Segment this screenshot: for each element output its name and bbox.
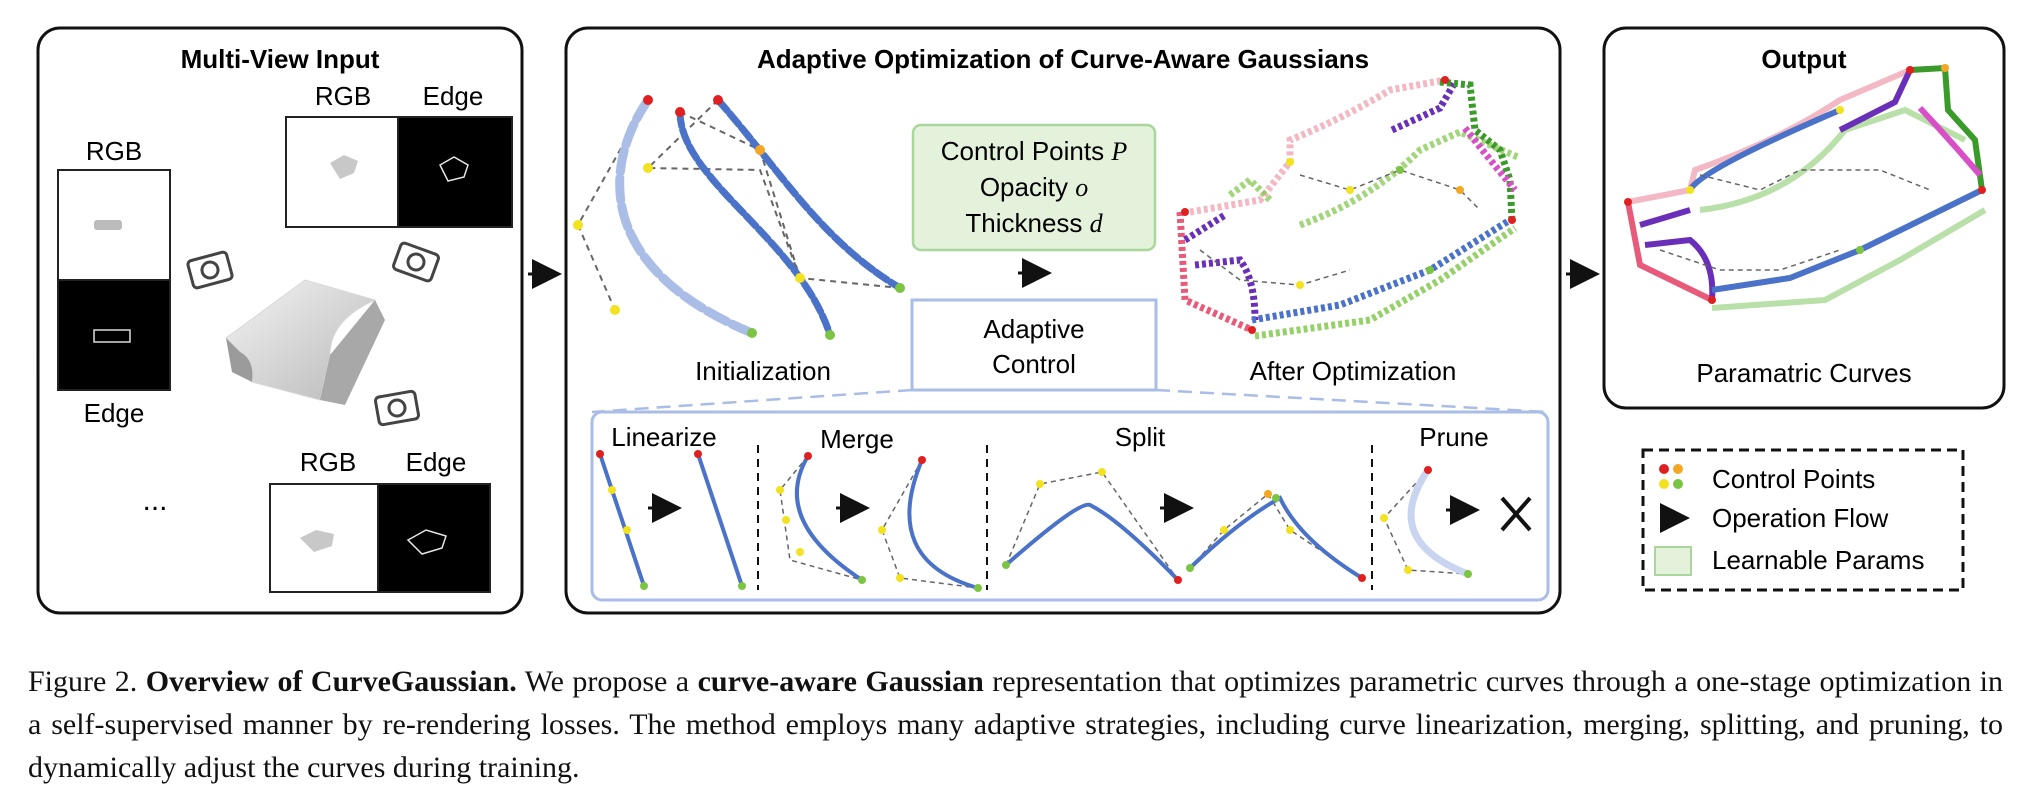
control-points-icon [1659,464,1683,489]
legend-control-points: Control Points [1712,464,1875,494]
merge-example [776,452,982,592]
svg-text:Control: Control [992,349,1076,379]
figure-caption: Figure 2. Overview of CurveGaussian. We … [28,665,2003,784]
svg-text:Adaptive: Adaptive [983,314,1084,344]
panel-title-input: Multi-View Input [181,44,380,74]
svg-text:Thickness d: Thickness d [965,208,1103,238]
learnable-params-box: Control Points P Opacity o Thickness d [911,123,1157,252]
rgb-label: RGB [86,136,142,166]
operation-linearize: Linearize [611,422,717,452]
panel-multi-view-input: Multi-View Input RGB Edge RGB Edge RGB E… [36,26,524,615]
edge-image [397,116,513,228]
camera-icon [186,250,234,290]
operation-merge: Merge [820,424,894,454]
panel-adaptive-optimization: Adaptive Optimization of Curve-Aware Gau… [564,26,1562,615]
ellipsis: ... [142,484,167,517]
after-optimization-curves [1176,76,1522,340]
edge-label: Edge [423,81,484,111]
panel-title-output: Output [1761,44,1847,74]
panel-output: Output Paramatric Curves [1602,26,2006,410]
camera-icon [392,241,440,283]
input-view-1: RGB Edge [57,136,171,428]
param-control-points: Control Points [941,136,1112,166]
split-example [1002,468,1366,584]
legend-learnable-params: Learnable Params [1712,545,1924,575]
rgb-label: RGB [300,447,356,477]
edge-image [57,279,171,391]
initialization-label: Initialization [695,356,831,386]
svg-text:Control Points P: Control Points P [941,136,1128,166]
operation-split: Split [1115,422,1166,452]
svg-text:Opacity o: Opacity o [980,172,1088,202]
param-opacity: Opacity [980,172,1075,202]
input-3d-object [225,279,385,405]
input-view-2: RGB Edge [285,81,513,228]
prune-example [1380,466,1532,578]
panel-title-optimization: Adaptive Optimization of Curve-Aware Gau… [757,44,1369,74]
output-curves [1624,64,1987,311]
param-thickness: Thickness [965,208,1089,238]
legend: Control Points Operation Flow Learnable … [1641,448,1965,592]
camera-icon [374,389,420,427]
edge-label: Edge [406,447,467,477]
adaptive-operations-box: Linearize Merge Split Prune [590,410,1550,602]
after-optimization-label: After Optimization [1250,356,1457,386]
legend-operation-flow: Operation Flow [1712,503,1889,533]
close-icon [1500,496,1532,532]
edge-label: Edge [84,398,145,428]
initialization-curves [573,95,905,340]
output-label: Paramatric Curves [1696,358,1911,388]
edge-image [377,483,491,593]
linearize-example [596,450,746,590]
pipeline-figure: Multi-View Input RGB Edge RGB Edge RGB E… [36,26,2006,615]
rgb-label: RGB [315,81,371,111]
operation-prune: Prune [1419,422,1488,452]
input-view-3: RGB Edge [269,447,491,593]
adaptive-control-box: Adaptive Control [910,298,1158,392]
learnable-params-swatch [1654,546,1692,576]
